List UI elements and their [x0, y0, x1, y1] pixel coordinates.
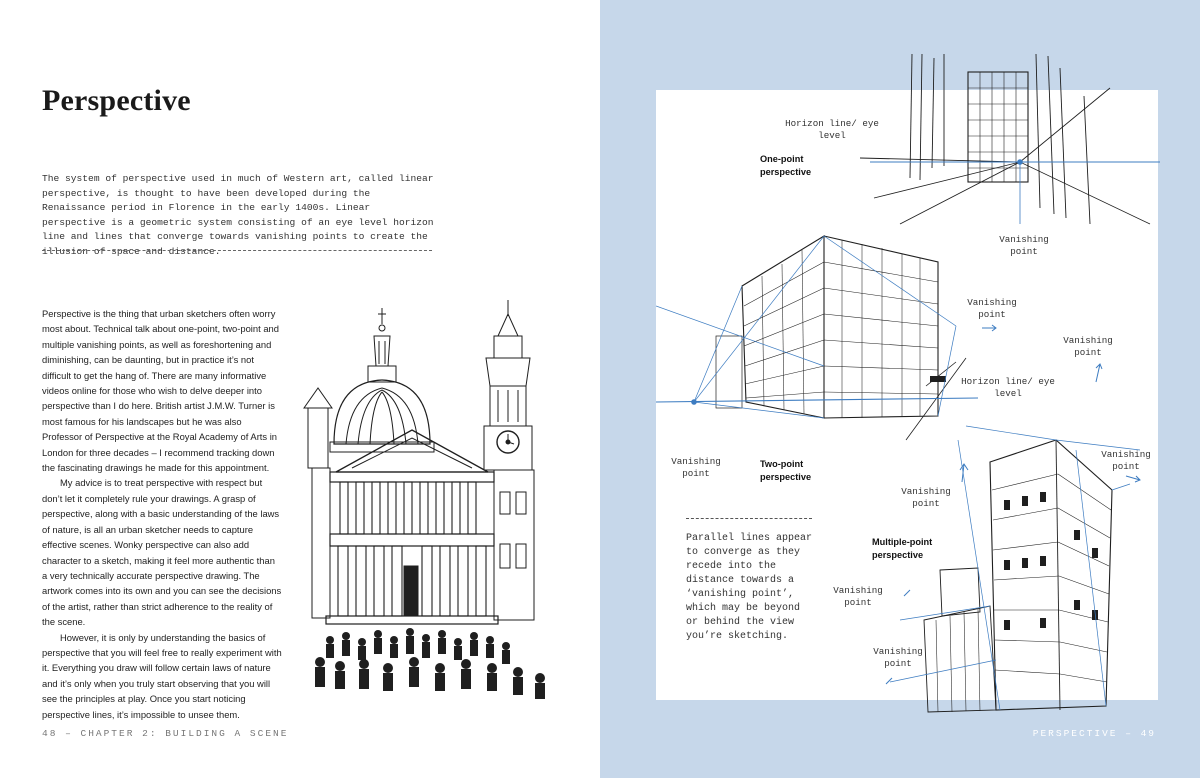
annotation-vp-m2: Vanishing point [833, 585, 883, 608]
intro-paragraph: The system of perspective used in much o… [42, 173, 434, 257]
arrow-marks [982, 324, 1141, 483]
page-number-right: PERSPECTIVE – 49 [1032, 728, 1156, 739]
annotation-vp-2b: Vanishing point [671, 456, 721, 479]
body-paragraph: Perspective is the thing that urban sket… [42, 308, 279, 474]
body-paragraph: However, it is only by understanding the… [42, 631, 282, 720]
page-title: Perspective [42, 84, 191, 117]
annotation-horizon-2: Horizon line/ eye level [961, 376, 1055, 399]
parallel-lines-note: Parallel lines appear to converge as the… [686, 533, 813, 642]
illustration-panel [656, 90, 1158, 700]
body-text: Perspective is the thing that urban sket… [42, 306, 282, 722]
note-dashed-divider [686, 518, 812, 519]
annotation-multi-point: Multiple-point perspective [872, 537, 933, 560]
cathedral-sketch [303, 300, 545, 699]
annotation-two-point: Two-point perspective [760, 459, 812, 482]
two-point-sketch [656, 235, 979, 441]
annotation-horizon-1: Horizon line/ eye level [785, 118, 879, 141]
annotation-vp-right-mid: Vanishing point [1101, 449, 1151, 472]
annotation-vp-1: Vanishing point [999, 234, 1049, 257]
annotation-vp-m3: Vanishing point [873, 646, 923, 669]
annotation-vp-right-top: Vanishing point [1063, 335, 1113, 358]
annotation-one-point: One-point perspective [760, 154, 812, 177]
dashed-divider [42, 250, 432, 251]
one-point-sketch [860, 53, 1160, 225]
page-number-left: 48 – CHAPTER 2: BUILDING A SCENE [42, 728, 289, 739]
annotation-vp-m1: Vanishing point [901, 486, 951, 509]
annotation-vp-2a: Vanishing point [967, 297, 1017, 320]
body-paragraph: My advice is to treat perspective with r… [42, 477, 282, 628]
multi-point-sketch [885, 425, 1141, 713]
left-page: Perspective The system of perspective us… [42, 84, 545, 739]
